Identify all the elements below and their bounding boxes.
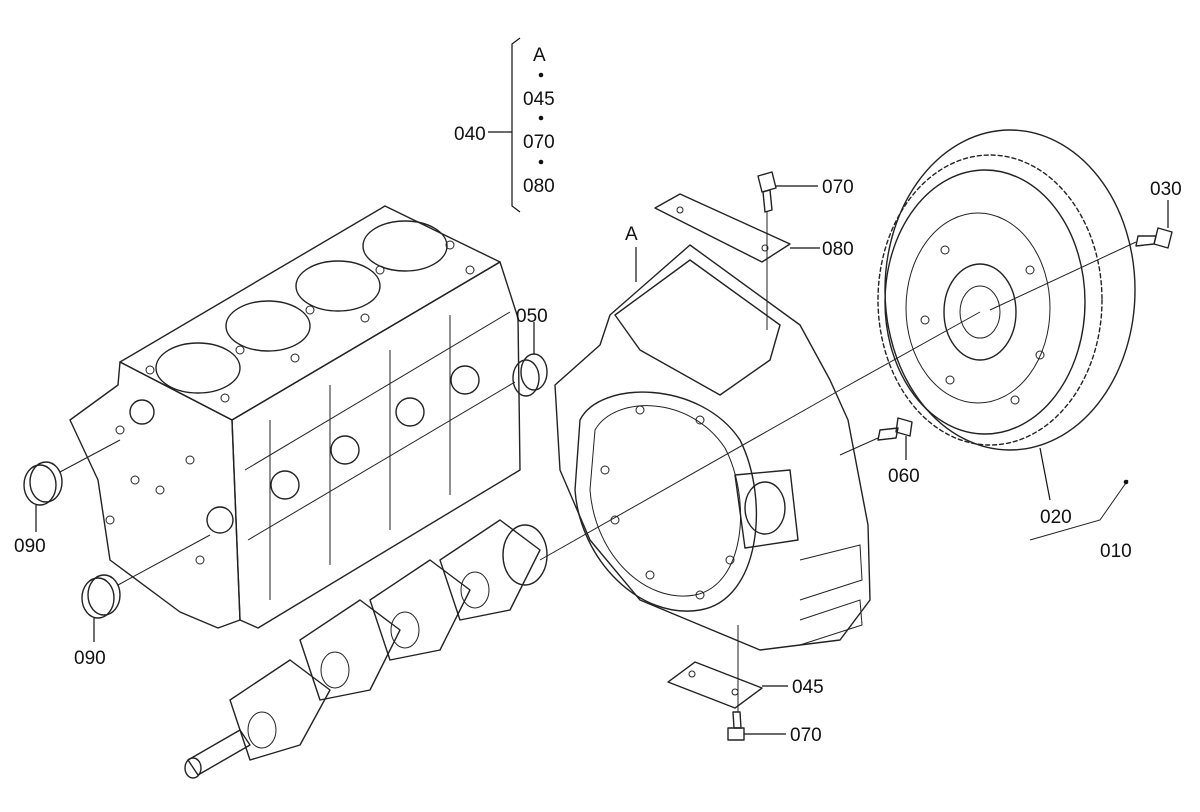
callout-housing-a: A (625, 224, 638, 245)
plug-090-upper (23, 439, 121, 532)
flywheel-bolt-030 (989, 200, 1173, 311)
callout-030: 030 (1150, 179, 1182, 200)
flywheel-axis-line (839, 311, 981, 391)
bolt-060 (839, 417, 913, 460)
group-bracket-040 (488, 37, 544, 213)
cover-plate-bottom-045 (667, 625, 788, 712)
callout-070-bottom: 070 (790, 725, 822, 746)
group-item-070: 070 (523, 132, 555, 153)
group-item-045: 045 (523, 89, 555, 110)
callout-090-upper: 090 (14, 536, 46, 557)
crank-axis-line (539, 389, 841, 561)
flywheel-010 (877, 129, 1136, 541)
group-item-080: 080 (523, 176, 555, 197)
cylinder-block (69, 205, 521, 629)
bolt-bottom-070 (727, 711, 786, 741)
oil-seal-050 (512, 322, 548, 397)
callout-060: 060 (888, 466, 920, 487)
crankshaft (184, 519, 548, 779)
callout-050: 050 (516, 306, 548, 327)
callout-020: 020 (1040, 507, 1072, 528)
callout-010: 010 (1100, 541, 1132, 562)
bolt-top-070 (757, 171, 818, 330)
callout-070-top: 070 (822, 177, 854, 198)
group-label-040: 040 (454, 124, 486, 145)
cover-plate-top-080 (654, 193, 820, 263)
group-letter-a: A (533, 45, 546, 66)
plug-090-lower (81, 534, 211, 642)
callout-090-lower: 090 (74, 648, 106, 669)
callout-080-top: 080 (822, 239, 854, 260)
callout-045-bottom: 045 (792, 677, 824, 698)
flywheel-housing (554, 244, 871, 651)
